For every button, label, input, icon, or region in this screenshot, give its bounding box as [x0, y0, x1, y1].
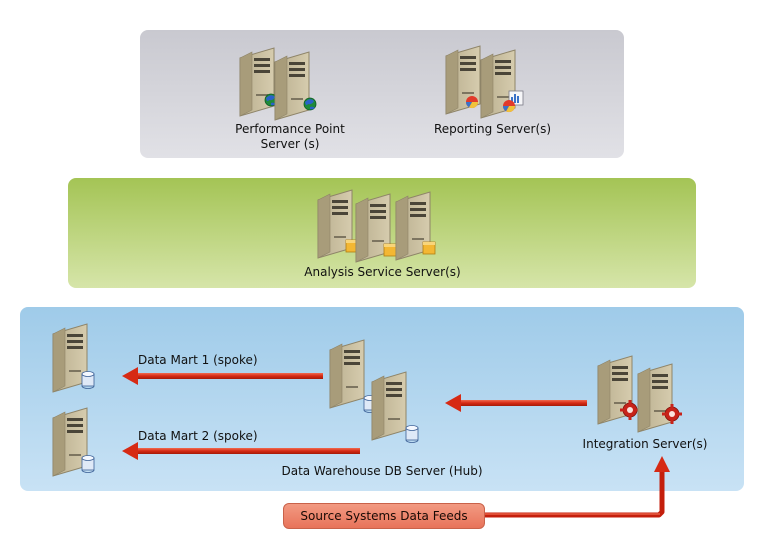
data-mart-2-label: Data Mart 2 (spoke) [138, 429, 258, 443]
analysis-server-label: Analysis Service Server(s) [304, 265, 461, 279]
performance-point-label: Performance Point Server (s) [235, 122, 345, 151]
arrow-warehouse-to-data-mart-1 [122, 367, 323, 385]
data-warehouse-server-icon [329, 339, 419, 443]
arrow-warehouse-to-data-mart-2 [122, 442, 360, 460]
reporting-server-icon [445, 45, 524, 119]
reporting-server-label: Reporting Server(s) [433, 122, 552, 136]
integration-server-label: Integration Server(s) [582, 437, 708, 451]
data-mart-2-server-icon [52, 407, 95, 477]
data-warehouse-label: Data Warehouse DB Server (Hub) [281, 464, 483, 478]
performance-point-server-icon [239, 47, 317, 121]
source-systems-box: Source Systems Data Feeds [283, 503, 485, 529]
analysis-server-icon [317, 189, 436, 263]
data-mart-1-server-icon [52, 323, 95, 393]
arrow-source-to-integration [483, 456, 670, 518]
presentation-tier-panel [140, 30, 624, 158]
data-mart-1-label: Data Mart 1 (spoke) [138, 353, 258, 367]
integration-server-icon [597, 355, 683, 433]
arrow-integration-to-warehouse [445, 394, 587, 412]
